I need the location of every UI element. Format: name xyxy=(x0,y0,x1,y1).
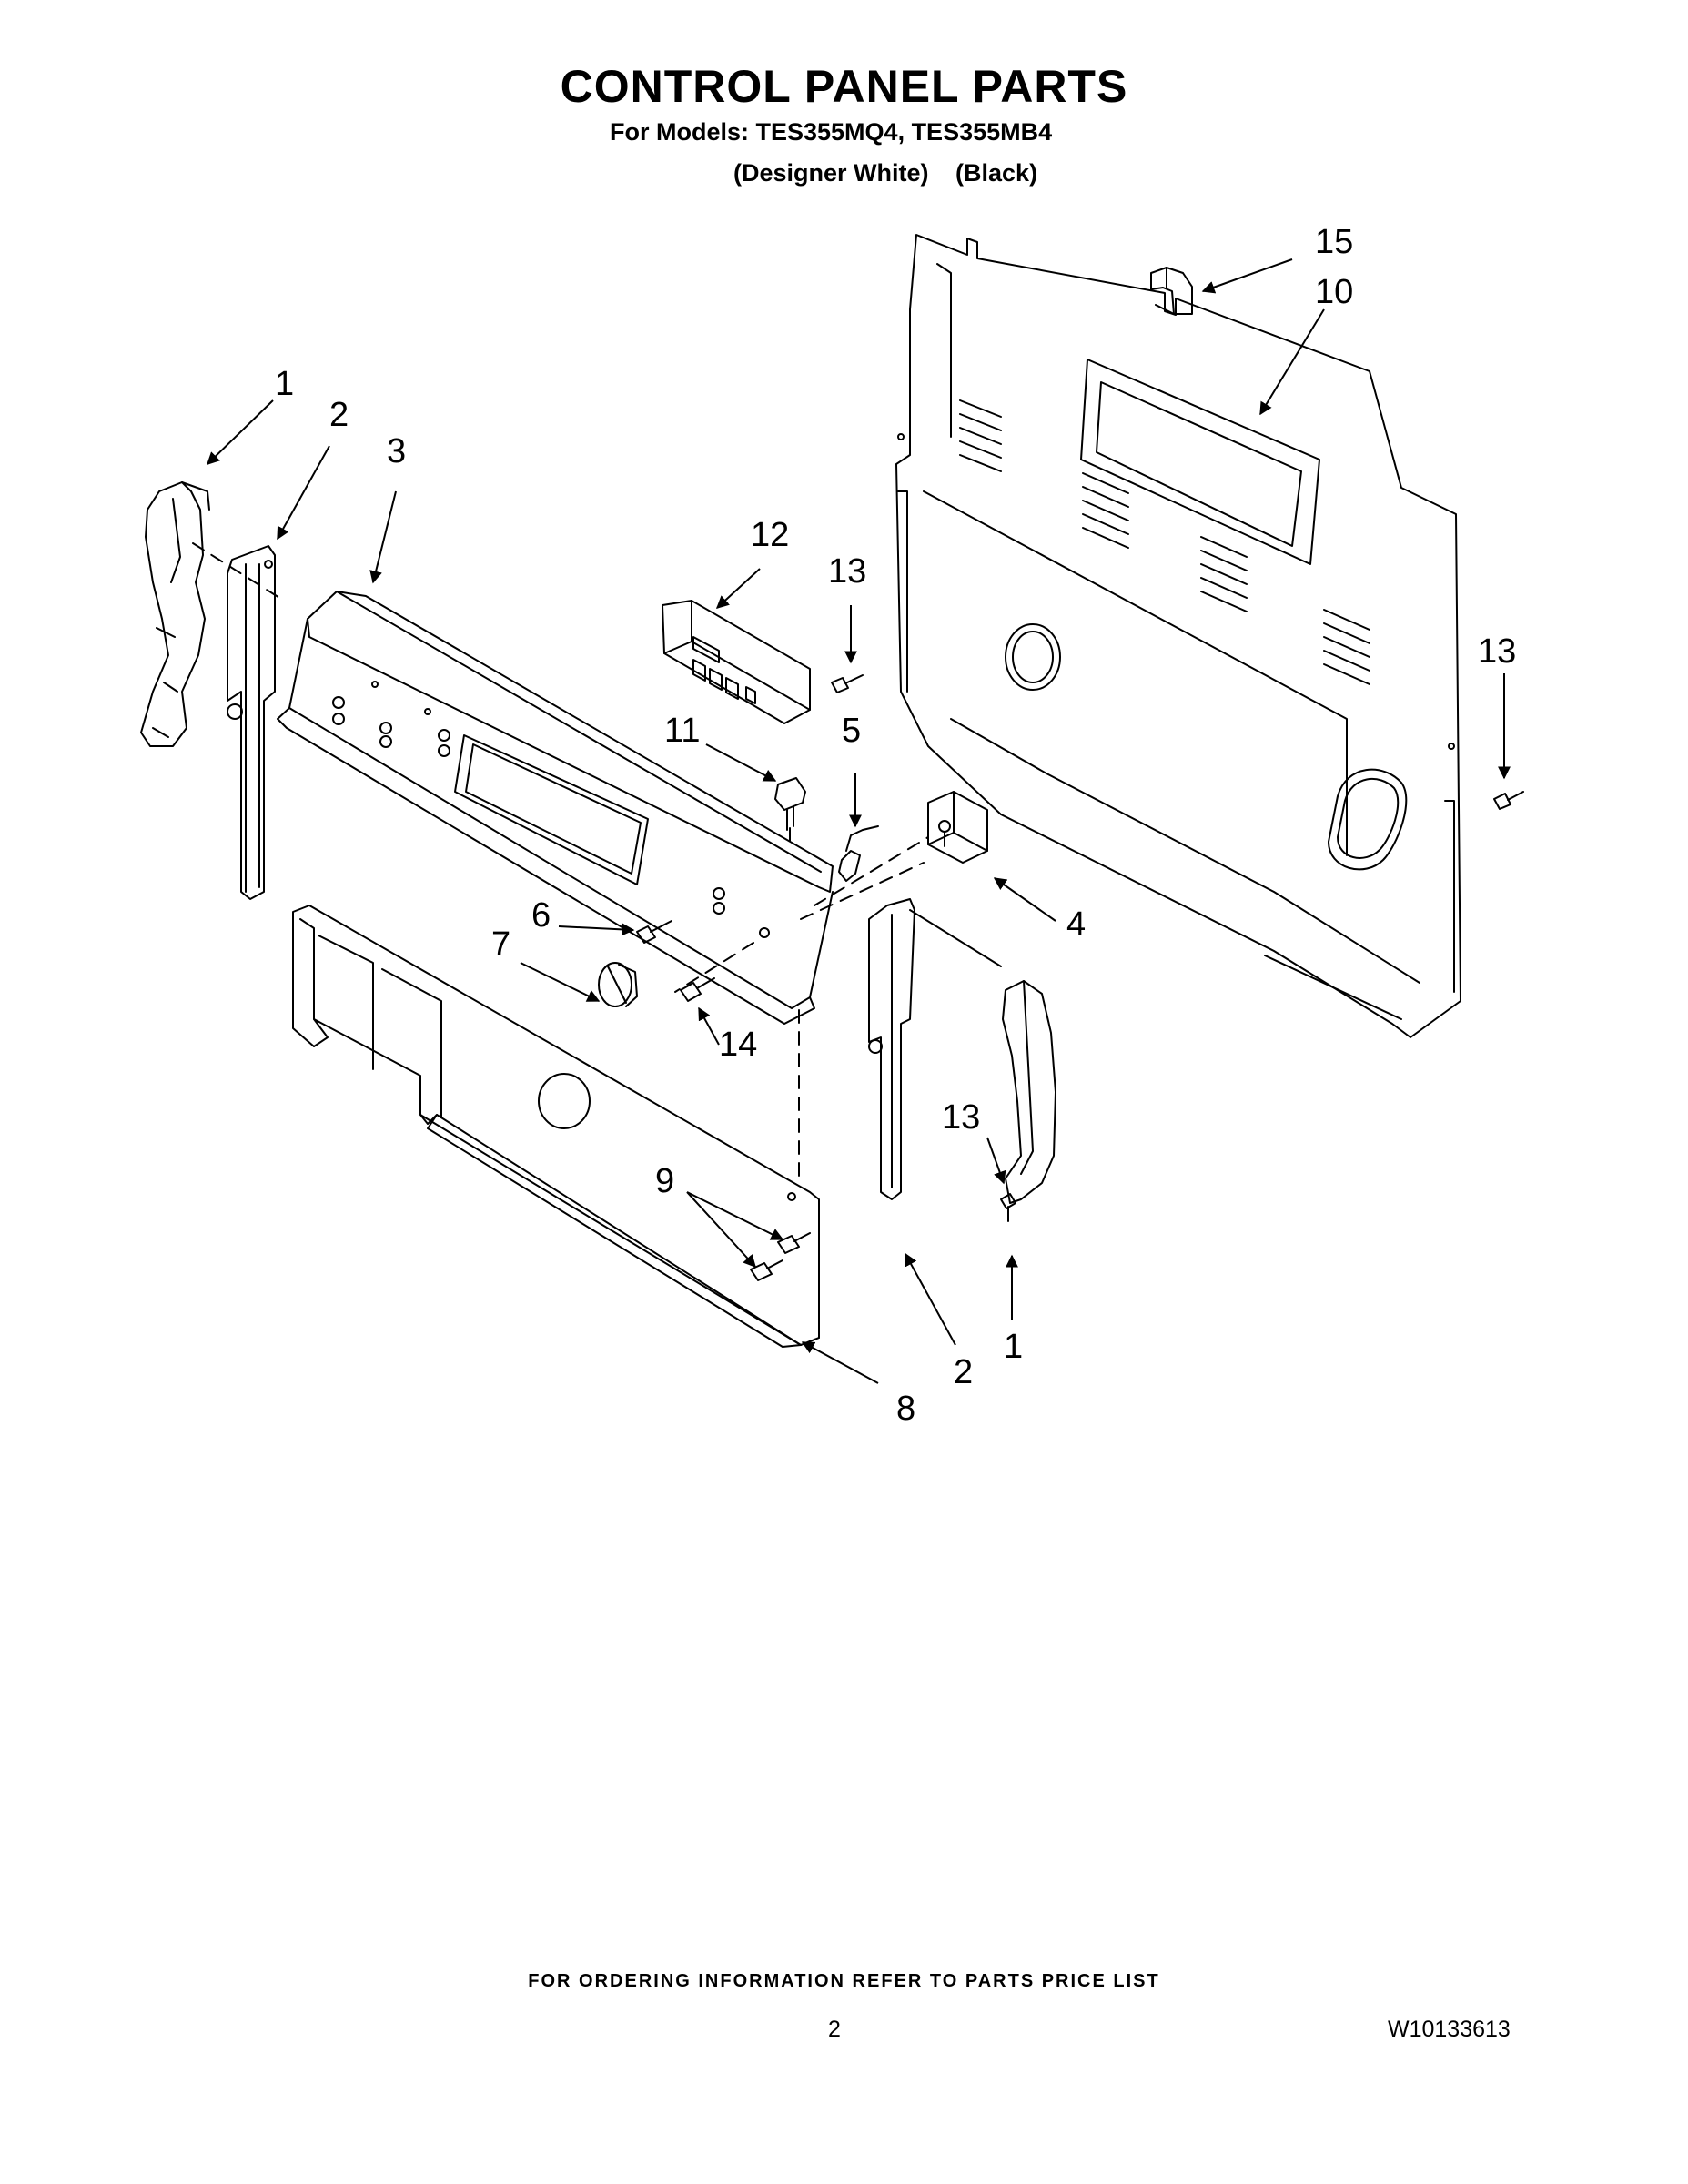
page-title: CONTROL PANEL PARTS xyxy=(560,61,1128,112)
end-cap-left xyxy=(140,481,210,747)
screw-part-9 xyxy=(750,1232,811,1281)
bracket-right xyxy=(868,898,1002,1200)
callout-13-top: 13 xyxy=(828,552,866,591)
callout-10: 10 xyxy=(1315,273,1353,311)
callout-2-right: 2 xyxy=(954,1353,973,1391)
document-number: W10133613 xyxy=(1388,2017,1511,2042)
callout-12: 12 xyxy=(751,516,789,554)
callout-1-left: 1 xyxy=(275,365,294,403)
finishes-line: (Designer White) (Black) xyxy=(733,161,1037,186)
callout-3: 3 xyxy=(387,432,406,470)
page-number: 2 xyxy=(828,2017,841,2042)
callout-leaders xyxy=(206,258,1511,1384)
alignment-lines xyxy=(192,542,929,1186)
wire-harness xyxy=(838,825,879,882)
switch-part xyxy=(774,777,806,831)
ordering-note: FOR ORDERING INFORMATION REFER TO PARTS … xyxy=(528,1971,1160,1991)
callout-7: 7 xyxy=(491,925,510,964)
callout-13-right: 13 xyxy=(1478,632,1516,671)
callout-15: 15 xyxy=(1315,223,1353,261)
callout-5: 5 xyxy=(842,712,861,750)
end-cap-right xyxy=(1002,980,1056,1204)
finish-black: (Black) xyxy=(955,159,1038,187)
screw-part-13 xyxy=(831,674,1524,1222)
callout-4: 4 xyxy=(1066,905,1086,944)
backguard-panel xyxy=(895,234,1461,1038)
screw-part-14 xyxy=(680,977,715,1002)
screw-part-6 xyxy=(636,920,672,944)
callout-14: 14 xyxy=(719,1026,757,1064)
callout-8: 8 xyxy=(896,1390,915,1428)
callout-9: 9 xyxy=(655,1162,674,1200)
models-line: For Models: TES355MQ4, TES355MB4 xyxy=(610,118,1053,146)
clip-part xyxy=(1150,267,1193,315)
manifold-panel xyxy=(292,905,820,1348)
callout-labels: 1 2 3 12 13 11 5 15 10 13 4 6 7 14 13 9 … xyxy=(275,223,1516,1428)
callout-11: 11 xyxy=(664,712,700,750)
callout-6: 6 xyxy=(531,896,551,935)
infinite-switch xyxy=(927,791,988,864)
electronic-control xyxy=(662,600,811,724)
callout-2-left: 2 xyxy=(329,396,349,434)
bracket-left xyxy=(227,545,276,900)
knob-part xyxy=(598,962,638,1007)
callout-1-right: 1 xyxy=(1004,1328,1023,1366)
control-panel xyxy=(277,591,834,1025)
finish-designer-white: (Designer White) xyxy=(733,159,929,187)
callout-13-bottom: 13 xyxy=(942,1098,980,1137)
exploded-parts-diagram: 1 2 3 12 13 11 5 15 10 13 4 6 7 14 13 9 … xyxy=(140,223,1524,1428)
